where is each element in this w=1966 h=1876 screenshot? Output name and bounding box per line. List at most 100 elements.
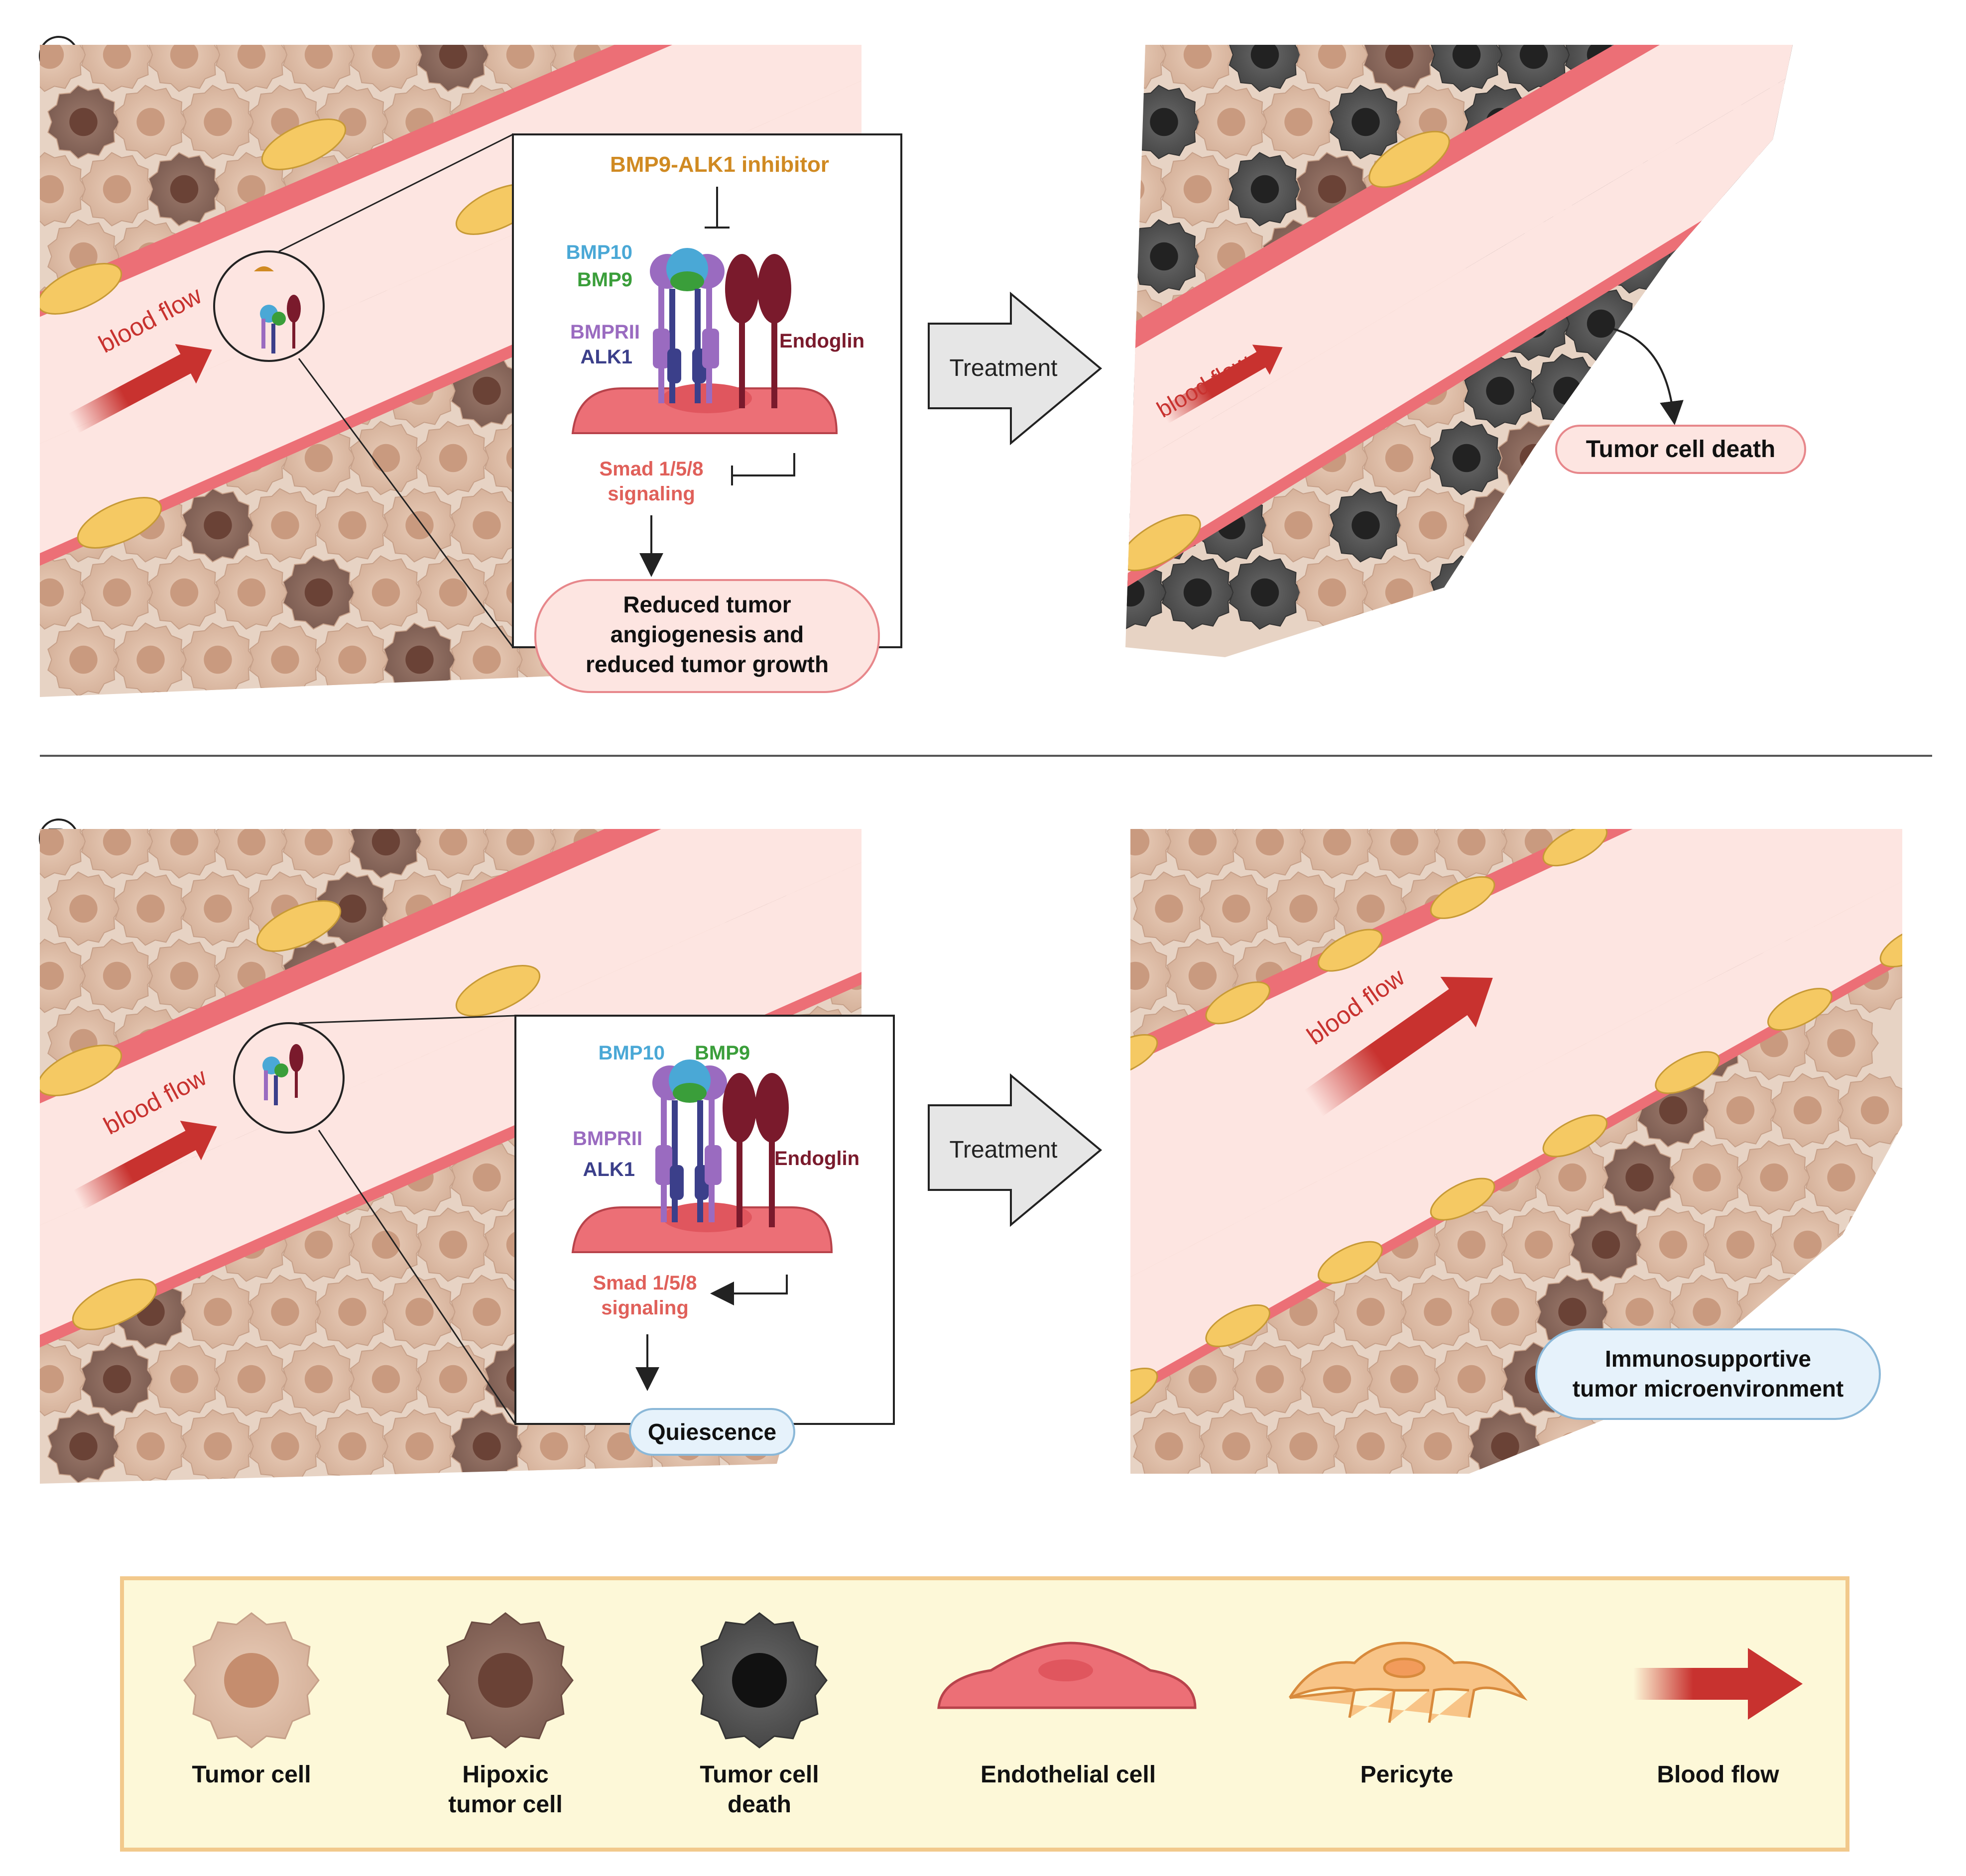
tissue-cell-nucleus	[1659, 1096, 1688, 1125]
tissue-cell-nucleus	[1155, 1432, 1183, 1461]
legend-dead-cell-icon	[691, 1612, 828, 1749]
activation-connector	[710, 1275, 788, 1305]
tissue-cell-nucleus	[439, 444, 468, 472]
tissue-cell-nucleus	[405, 1432, 434, 1461]
tissue-cell-nucleus	[136, 645, 165, 674]
tissue-cell	[1805, 1409, 1879, 1474]
legend-pericyte-icon	[1288, 1642, 1528, 1723]
blood-flow-arrow-b-right	[1304, 976, 1493, 1117]
tissue-cell-nucleus	[473, 511, 501, 540]
tissue-cell-nucleus	[1793, 1230, 1822, 1259]
tissue-cell-nucleus	[1625, 1432, 1654, 1461]
tissue-cell-nucleus	[103, 45, 131, 69]
legend-pericyte: Pericyte	[1360, 1761, 1454, 1788]
blood-flow-arrow-b-left	[73, 1120, 217, 1210]
tissue-cell-nucleus	[1130, 961, 1150, 990]
result-b-line1: Immunosupportive	[1605, 1346, 1811, 1372]
tissue-cell-nucleus	[439, 1230, 468, 1259]
tissue-cell-nucleus	[473, 1432, 501, 1461]
tissue-cell-nucleus	[1419, 511, 1447, 540]
treatment-arrow-a	[928, 291, 1103, 446]
tissue-cell-nucleus	[338, 511, 367, 540]
outcome-a-line3: reduced tumor growth	[586, 651, 829, 677]
tissue-cell-nucleus	[1688, 511, 1716, 540]
tissue-cell-nucleus	[136, 108, 165, 136]
tissue-cell-nucleus	[1222, 1432, 1250, 1461]
tissue-cell-nucleus	[1625, 1163, 1654, 1192]
tissue-cell-nucleus	[1788, 309, 1793, 338]
tissue-cell	[1497, 555, 1572, 630]
legend-endothelial: Endothelial cell	[981, 1761, 1156, 1788]
tissue-cell-nucleus	[371, 829, 400, 856]
tissue-cell-nucleus	[69, 242, 98, 271]
tissue-cell-nucleus	[1553, 511, 1582, 540]
tissue-cell-nucleus	[405, 645, 434, 674]
blood-flow-arrow-a-left	[68, 344, 212, 433]
tissue-cell-nucleus	[271, 645, 299, 674]
tissue-cell-nucleus	[170, 45, 199, 69]
tissue-cell-nucleus	[1827, 1297, 1855, 1326]
tissue-cell	[1565, 555, 1639, 630]
tissue-cell-nucleus	[473, 1163, 501, 1192]
legend-tumor-cell: Tumor cell	[192, 1761, 311, 1788]
tissue-cell-nucleus	[1827, 1029, 1855, 1057]
tissue-cell-nucleus	[170, 175, 199, 204]
legend: Tumor cell Hipoxic tumor cell Tumor cell…	[120, 1576, 1849, 1852]
tissue-cell-nucleus	[136, 1432, 165, 1461]
pericyte	[1130, 1367, 1158, 1411]
bmp10-label-a: BMP10	[566, 241, 632, 263]
receptor-complex-b	[571, 1059, 833, 1253]
tissue-cell-nucleus	[1760, 1297, 1788, 1326]
tissue-cell-nucleus	[1860, 1096, 1889, 1125]
pericyte	[1130, 1034, 1158, 1077]
tissue-cell-nucleus	[69, 108, 98, 136]
tissue-cell-nucleus	[170, 829, 199, 856]
inhibition-connector	[732, 453, 795, 476]
tissue-cell-nucleus	[237, 45, 266, 69]
inhibitor-label: BMP9-ALK1 inhibitor	[610, 152, 829, 177]
tissue-cell-nucleus	[1827, 1432, 1855, 1461]
zoom-circle-b	[233, 1022, 345, 1134]
tissue-cell-nucleus	[1457, 1230, 1486, 1259]
tissue-cell	[1603, 1409, 1678, 1474]
tissue-cell-nucleus	[304, 45, 333, 69]
tissue-cell-nucleus	[338, 894, 367, 923]
tissue-cell-nucleus	[1558, 1163, 1587, 1192]
tissue-cell-nucleus	[304, 444, 333, 472]
tissue-cell-nucleus	[1558, 1432, 1587, 1461]
tissue-cell-nucleus	[1284, 108, 1313, 136]
tissue-cell-nucleus	[1452, 578, 1481, 607]
tissue-cell-nucleus	[103, 1365, 131, 1394]
result-box-b	[1535, 1328, 1881, 1420]
smad-label-a-1: Smad 1/5/8	[599, 458, 703, 480]
tissue-cell-nucleus	[170, 578, 199, 607]
outcome-b: Quiescence	[648, 1419, 776, 1445]
tissue-cell-nucleus	[1654, 578, 1683, 607]
endothelial-wall-upper-after	[1125, 45, 1793, 355]
tissue-cell-nucleus	[1688, 242, 1716, 271]
tissue-cell-nucleus	[1693, 1297, 1721, 1326]
tissue-cell-nucleus	[506, 829, 535, 856]
tissue-cell-nucleus	[1620, 376, 1649, 405]
treatment-arrow-b	[928, 1073, 1103, 1227]
tissue-cell-nucleus	[371, 1365, 400, 1394]
panel-b: B	[39, 819, 1902, 1484]
alk1-label-a: ALK1	[581, 346, 632, 368]
tissue-cell-nucleus	[204, 1432, 232, 1461]
tissue-cell	[1738, 1409, 1812, 1474]
tissue-cell-nucleus	[1183, 45, 1212, 69]
tissue-cell-nucleus	[40, 45, 64, 69]
pericyte	[1318, 1241, 1383, 1284]
tissue-cell-nucleus	[103, 578, 131, 607]
tissue-cell-nucleus	[1524, 1230, 1553, 1259]
tissue-cell-nucleus	[1587, 578, 1615, 607]
tissue-cell-nucleus	[271, 1297, 299, 1326]
tissue-cell	[1733, 219, 1793, 294]
tissue-cell-nucleus	[1289, 1432, 1318, 1461]
tissue-cell-nucleus	[1486, 511, 1514, 540]
tissue-cell-nucleus	[1217, 108, 1245, 136]
tissue-cell	[1666, 353, 1740, 428]
panel-a-tissue-after	[1125, 45, 1793, 657]
tissue-cell-nucleus	[1318, 175, 1347, 204]
